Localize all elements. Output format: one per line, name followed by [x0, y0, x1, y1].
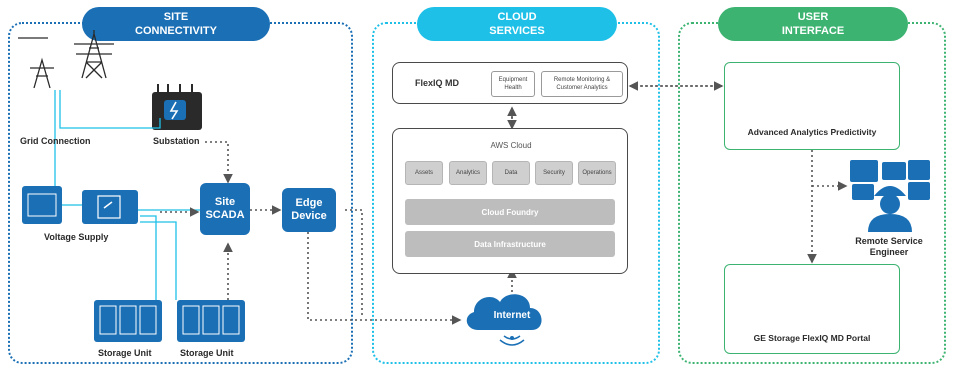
storage-unit-icon-1 [94, 300, 162, 342]
user-header-line1: USER [797, 11, 829, 23]
cloud-foundry-bar: Cloud Foundry [405, 199, 615, 225]
voltage-supply-label: Voltage Supply [44, 232, 109, 242]
user-interface-header: USER INTERFACE [718, 7, 908, 41]
engineer-line2: Engineer [869, 247, 909, 257]
module-assets: Assets [405, 161, 443, 185]
substation-label: Substation [153, 136, 200, 146]
scada-line2: SCADA [205, 209, 245, 221]
internet-cloud-icon [466, 294, 542, 346]
internet-label: Internet [493, 310, 531, 321]
advanced-analytics-label: Advanced Analytics Predictivity [747, 127, 877, 137]
site-scada-box: Site SCADA [200, 183, 250, 235]
remote-engineer-label: Remote Service Engineer [848, 236, 930, 258]
substation-icon [152, 84, 202, 130]
edge-line2: Device [291, 210, 327, 222]
storage-unit-icon-2 [177, 300, 245, 342]
storage-unit-label-2: Storage Unit [180, 348, 234, 358]
scada-line1: Site [214, 196, 236, 208]
module-analytics: Analytics [449, 161, 487, 185]
site-header-line2: CONNECTIVITY [135, 25, 217, 37]
flexiq-md-label: FlexIQ MD [415, 78, 460, 88]
engineer-line1: Remote Service [855, 236, 923, 246]
edge-line1: Edge [295, 197, 323, 209]
storage-unit-label-1: Storage Unit [98, 348, 152, 358]
site-header-line1: SITE [163, 11, 189, 23]
cloud-header-line2: SERVICES [489, 25, 545, 37]
cloud-services-header: CLOUD SERVICES [417, 7, 617, 41]
module-data: Data [492, 161, 530, 185]
voltage-supply-icon [22, 186, 138, 224]
aws-cloud-label: AWS Cloud [490, 141, 532, 150]
flexiq-md-box: FlexIQ MD Equipment Health Remote Monito… [392, 62, 628, 104]
site-connectivity-header: SITE CONNECTIVITY [82, 7, 270, 41]
module-security: Security [535, 161, 573, 185]
remote-engineer-icon [850, 160, 930, 232]
module-operations: Operations [578, 161, 616, 185]
equipment-health-box: Equipment Health [491, 71, 535, 97]
portal-box: GE Storage FlexIQ MD Portal [724, 264, 900, 354]
portal-label: GE Storage FlexIQ MD Portal [753, 333, 871, 343]
user-header-line2: INTERFACE [781, 25, 845, 37]
data-infrastructure-bar: Data Infrastructure [405, 231, 615, 257]
power-tower-icon [18, 30, 114, 89]
advanced-analytics-box: Advanced Analytics Predictivity [724, 62, 900, 150]
edge-device-box: Edge Device [282, 188, 336, 232]
grid-connection-label: Grid Connection [20, 136, 91, 146]
cloud-header-line1: CLOUD [497, 11, 537, 23]
aws-cloud-box: AWS Cloud Assets Analytics Data Security… [392, 128, 628, 274]
remote-monitoring-box: Remote Monitoring & Customer Analytics [541, 71, 623, 97]
